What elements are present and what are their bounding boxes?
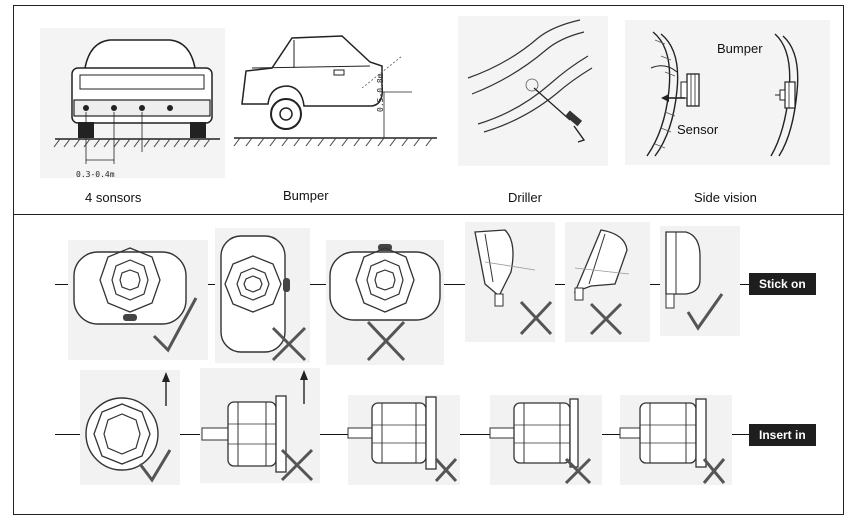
insert-in-tag: Insert in (749, 424, 816, 446)
side-vision-illustration (625, 20, 830, 165)
stick-side-tilt-wrong (465, 222, 555, 342)
insert-side-wrong-1 (200, 368, 320, 483)
side-car-illustration (233, 35, 437, 147)
label-side-sensor: Sensor (677, 122, 719, 137)
label-side-bumper: Bumper (717, 41, 763, 56)
caption-driller: Driller (508, 190, 542, 205)
rear-car-illustration (40, 28, 225, 178)
caption-side-vision: Side vision (694, 190, 757, 205)
section-divider (13, 214, 844, 215)
bumper-height-label: 0.5-0.8m (376, 73, 385, 112)
stick-on-tag: Stick on (749, 273, 816, 295)
stick-rotated-wrong (215, 228, 310, 363)
insert-side-wrong-3 (489, 395, 602, 485)
insert-side-wrong-4 (619, 395, 732, 485)
caption-sensors: 4 sonsors (85, 190, 142, 205)
insert-side-wrong-2 (347, 395, 460, 485)
driller-illustration (458, 16, 608, 166)
stick-upside-wrong (326, 240, 444, 365)
insert-front-correct (80, 370, 180, 485)
sensor-spacing-label: 0.3-0.4m (76, 170, 115, 179)
stick-side-correct (660, 226, 740, 336)
stick-front-correct (68, 240, 208, 360)
stick-side-tilt2-wrong (565, 222, 650, 342)
diagram-frame (13, 5, 844, 515)
caption-bumper: Bumper (283, 188, 329, 203)
